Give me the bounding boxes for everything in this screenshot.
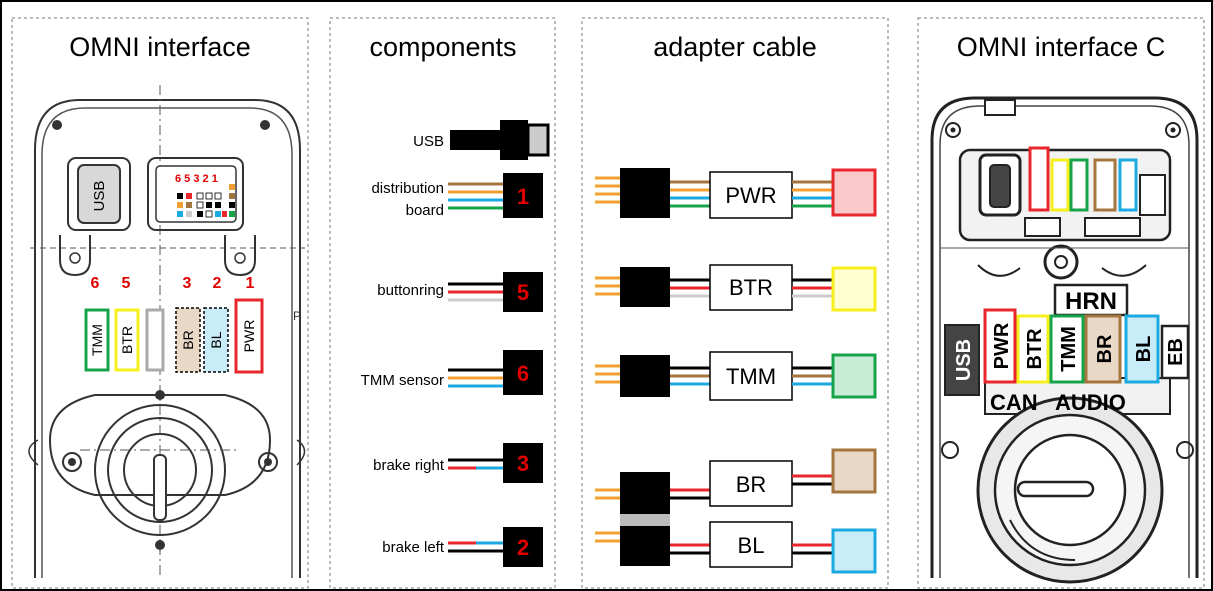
omni-c-can-label: CAN (990, 390, 1038, 415)
omni-c-eb-box (1160, 324, 1190, 380)
omni-slot-br-label: BR (180, 330, 196, 349)
omni-c-tmm-label: TMM (1058, 326, 1080, 372)
panel-components-frame (329, 17, 556, 589)
comp-brake-right-num: 3 (517, 451, 529, 476)
adapter-tmm-label: TMM (726, 364, 776, 389)
comp-distribution-connector (503, 173, 543, 218)
comp-brake-left-num: 2 (517, 535, 529, 560)
adapter-pwr-label: PWR (725, 183, 776, 208)
omni-c-device-drawing (930, 96, 1199, 584)
omni-c-hrn-box (1053, 283, 1129, 317)
omni-c-eb-label: EB (1165, 338, 1187, 366)
omni-pin-header: 6 5 3 2 1 (175, 173, 218, 185)
panel-adapter-frame (581, 17, 889, 589)
panel-omni-c-title: OMNI interface C (957, 32, 1166, 62)
comp-distribution-wires (448, 182, 503, 210)
omni-marker-p: P (293, 309, 301, 323)
omni-c-pwr-label: PWR (991, 322, 1013, 369)
omni-slot-empty (145, 308, 165, 372)
comp-distribution-label-1: distribution (371, 180, 444, 197)
comp-usb-label: USB (413, 133, 444, 150)
adapter-btr-label: BTR (729, 275, 773, 300)
adapter-btr (595, 264, 877, 312)
omni-pin-grid (177, 184, 235, 218)
comp-tmm-connector (503, 350, 543, 395)
comp-brake-right-wires (448, 458, 503, 470)
omni-c-btr-label: BTR (1024, 328, 1046, 370)
adapter-br-label: BR (736, 472, 767, 497)
adapter-tmm (595, 351, 877, 401)
omni-slot-bl (203, 307, 229, 373)
omni-pin-num-5: 5 (122, 275, 131, 292)
omni-slot-br (175, 307, 201, 373)
omni-c-br-label: BR (1094, 334, 1116, 363)
omni-slot-tmm-label: TMM (89, 324, 105, 356)
comp-buttonring-num: 5 (517, 280, 529, 305)
comp-buttonring-wires (448, 282, 503, 302)
comp-tmm-num: 6 (517, 361, 529, 386)
omni-c-btr-box (1016, 314, 1050, 384)
omni-c-usb-label: USB (953, 339, 975, 381)
comp-distribution-num: 1 (517, 184, 529, 209)
omni-slot-bl-label: BL (208, 331, 224, 348)
comp-buttonring-connector (503, 272, 543, 312)
omni-c-audio-label: AUDIO (1055, 390, 1126, 415)
comp-tmm-wires (448, 368, 503, 388)
omni-slot-pwr (234, 298, 264, 374)
panel-omni-title: OMNI interface (69, 32, 251, 62)
omni-pin-num-6: 6 (91, 275, 100, 292)
omni-device-drawing (28, 85, 306, 578)
omni-c-bl-label: BL (1133, 336, 1155, 363)
comp-brake-left-wires (448, 541, 503, 553)
panel-adapter-title: adapter cable (653, 32, 817, 62)
omni-c-hrn-label: HRN (1065, 288, 1117, 315)
omni-pin-num-2: 2 (213, 275, 222, 292)
omni-slot-pwr-label: PWR (241, 320, 257, 353)
omni-c-tmm-box (1049, 314, 1085, 384)
comp-brake-right-connector (503, 443, 543, 483)
omni-c-br-box (1084, 314, 1122, 384)
omni-c-usb-box (944, 324, 980, 396)
panel-omni-frame (11, 17, 309, 589)
comp-tmm-label: TMM sensor (361, 372, 444, 389)
omni-usb-label: USB (91, 181, 108, 212)
panel-omni-c-frame (917, 17, 1205, 589)
comp-brake-left-label: brake left (382, 539, 445, 556)
comp-brake-left-connector (503, 527, 543, 567)
panel-components-title: components (369, 32, 516, 62)
omni-slot-btr-label: BTR (119, 326, 135, 354)
omni-slot-btr (114, 308, 140, 372)
comp-usb-plug (450, 120, 550, 160)
adapter-bl-label: BL (738, 533, 765, 558)
omni-c-pwr-box (983, 308, 1017, 384)
comp-brake-right-label: brake right (373, 457, 445, 474)
omni-slot-tmm (84, 308, 110, 372)
omni-pin-num-1: 1 (246, 275, 255, 292)
adapter-pwr (595, 168, 877, 219)
comp-buttonring-label: buttonring (377, 282, 444, 299)
comp-distribution-label-2: board (406, 202, 444, 219)
adapter-brake (595, 448, 877, 574)
omni-pin-num-3: 3 (183, 275, 192, 292)
omni-c-bl-box (1124, 314, 1160, 384)
